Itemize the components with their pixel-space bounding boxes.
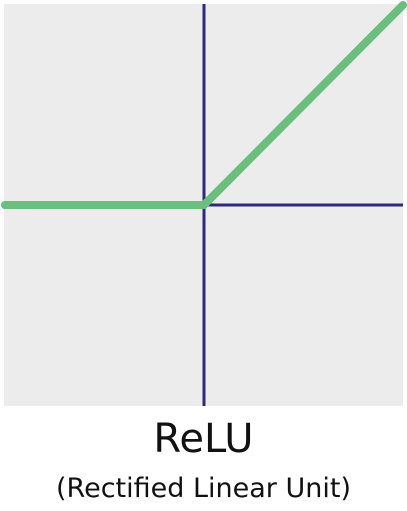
chart-subtitle: (Rectified Linear Unit) bbox=[56, 473, 351, 504]
relu-series-line bbox=[1, 1, 407, 209]
chart-title: ReLU bbox=[153, 416, 254, 462]
